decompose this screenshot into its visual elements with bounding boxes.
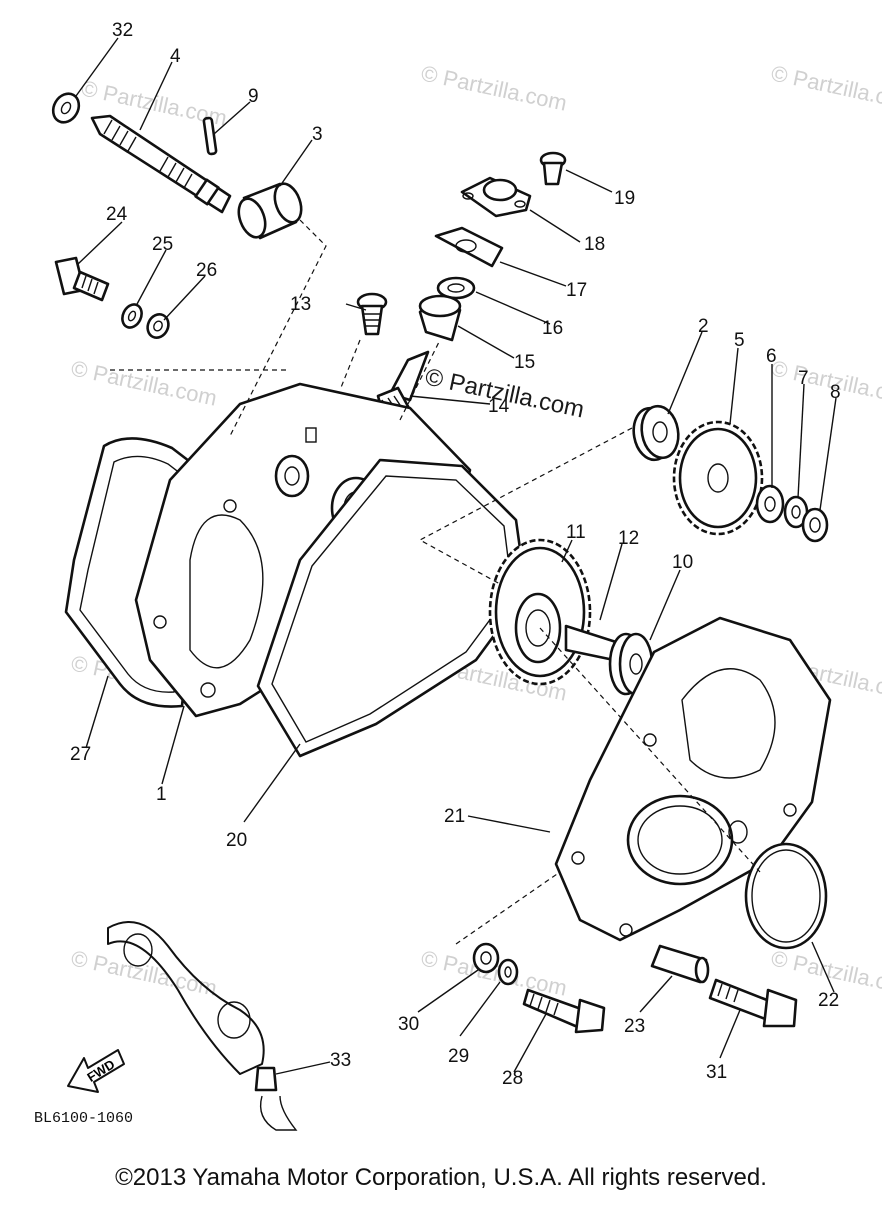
callout-16: 16 xyxy=(542,318,563,339)
part-28-bolt xyxy=(522,988,606,1034)
faint-watermark: © Partzilla.com xyxy=(69,945,219,1000)
assembly-lines xyxy=(110,219,761,945)
callout-5: 5 xyxy=(734,330,745,351)
callout-7: 7 xyxy=(798,368,809,389)
part-10-bearing xyxy=(608,632,654,696)
callout-17: 17 xyxy=(566,280,587,301)
callout-29: 29 xyxy=(448,1046,469,1067)
part-19-screw xyxy=(539,151,567,186)
callout-22: 22 xyxy=(818,990,839,1011)
part-23-dowel xyxy=(650,944,710,984)
callout-14: 14 xyxy=(488,396,510,417)
part-15-bushing xyxy=(418,294,462,342)
fwd-arrow-icon: FWD xyxy=(67,1049,125,1093)
part-6-washer xyxy=(755,484,785,524)
callout-27: 27 xyxy=(70,744,91,765)
part-9-pin xyxy=(202,116,218,156)
callout-11: 11 xyxy=(566,522,586,543)
part-24-bolt xyxy=(54,256,110,302)
part-13-screw xyxy=(356,292,388,336)
callout-23: 23 xyxy=(624,1016,645,1037)
callout-30: 30 xyxy=(398,1014,419,1035)
part-22-o-ring xyxy=(744,842,828,950)
callout-32: 32 xyxy=(112,20,133,41)
callout-10: 10 xyxy=(672,552,693,573)
copyright-notice: ©2013 Yamaha Motor Corporation, U.S.A. A… xyxy=(115,1164,767,1191)
part-4-worm-shaft xyxy=(90,114,232,214)
part-29-lock-washer xyxy=(497,958,519,986)
part-26-washer xyxy=(146,313,170,339)
leader-lines xyxy=(75,37,837,1075)
callout-20: 20 xyxy=(226,830,247,851)
callout-15: 15 xyxy=(514,352,535,373)
part-32-washer xyxy=(51,92,81,124)
callout-18: 18 xyxy=(584,234,605,255)
callout-28: 28 xyxy=(502,1068,523,1089)
callout-3: 3 xyxy=(312,124,323,145)
part-11-driven-gear xyxy=(488,538,592,686)
faint-watermark: © Partzilla.com xyxy=(769,355,882,410)
callout-2: 2 xyxy=(698,316,709,337)
fwd-label: FWD xyxy=(84,1057,117,1085)
part-17-gasket xyxy=(434,226,504,268)
callout-8: 8 xyxy=(830,382,841,403)
part-31-bolt xyxy=(708,978,798,1028)
part-25-lock-washer xyxy=(121,303,143,329)
faint-watermark: © Partzilla.com xyxy=(69,355,219,410)
faint-watermark: © Partzilla.com xyxy=(419,60,569,115)
diagram-reference-code: BL6100-1060 xyxy=(34,1110,133,1127)
callout-9: 9 xyxy=(248,86,259,107)
callout-21: 21 xyxy=(444,806,465,827)
part-16-oil-seal xyxy=(436,276,476,300)
callout-13: 13 xyxy=(290,294,311,315)
callout-26: 26 xyxy=(196,260,217,281)
part-18-cover xyxy=(460,176,532,218)
part-2-bearing xyxy=(632,404,680,462)
callout-1: 1 xyxy=(156,784,167,805)
callout-24: 24 xyxy=(106,204,128,225)
callout-19: 19 xyxy=(614,188,635,209)
callout-labels: 32 4 9 3 24 25 26 19 18 17 13 16 15 14 2… xyxy=(70,20,841,1089)
callout-12: 12 xyxy=(618,528,639,549)
part-8-nut xyxy=(801,507,829,543)
callout-25: 25 xyxy=(152,234,173,255)
faint-watermark: © Partzilla.com xyxy=(769,60,882,115)
part-3-bushing xyxy=(237,182,303,240)
part-30-washer xyxy=(472,942,500,974)
callout-33: 33 xyxy=(330,1050,351,1071)
callout-6: 6 xyxy=(766,346,777,367)
part-33-hose-inset xyxy=(107,921,298,1131)
callout-4: 4 xyxy=(170,46,181,67)
callout-31: 31 xyxy=(706,1062,727,1083)
part-5-sprocket xyxy=(672,420,764,536)
